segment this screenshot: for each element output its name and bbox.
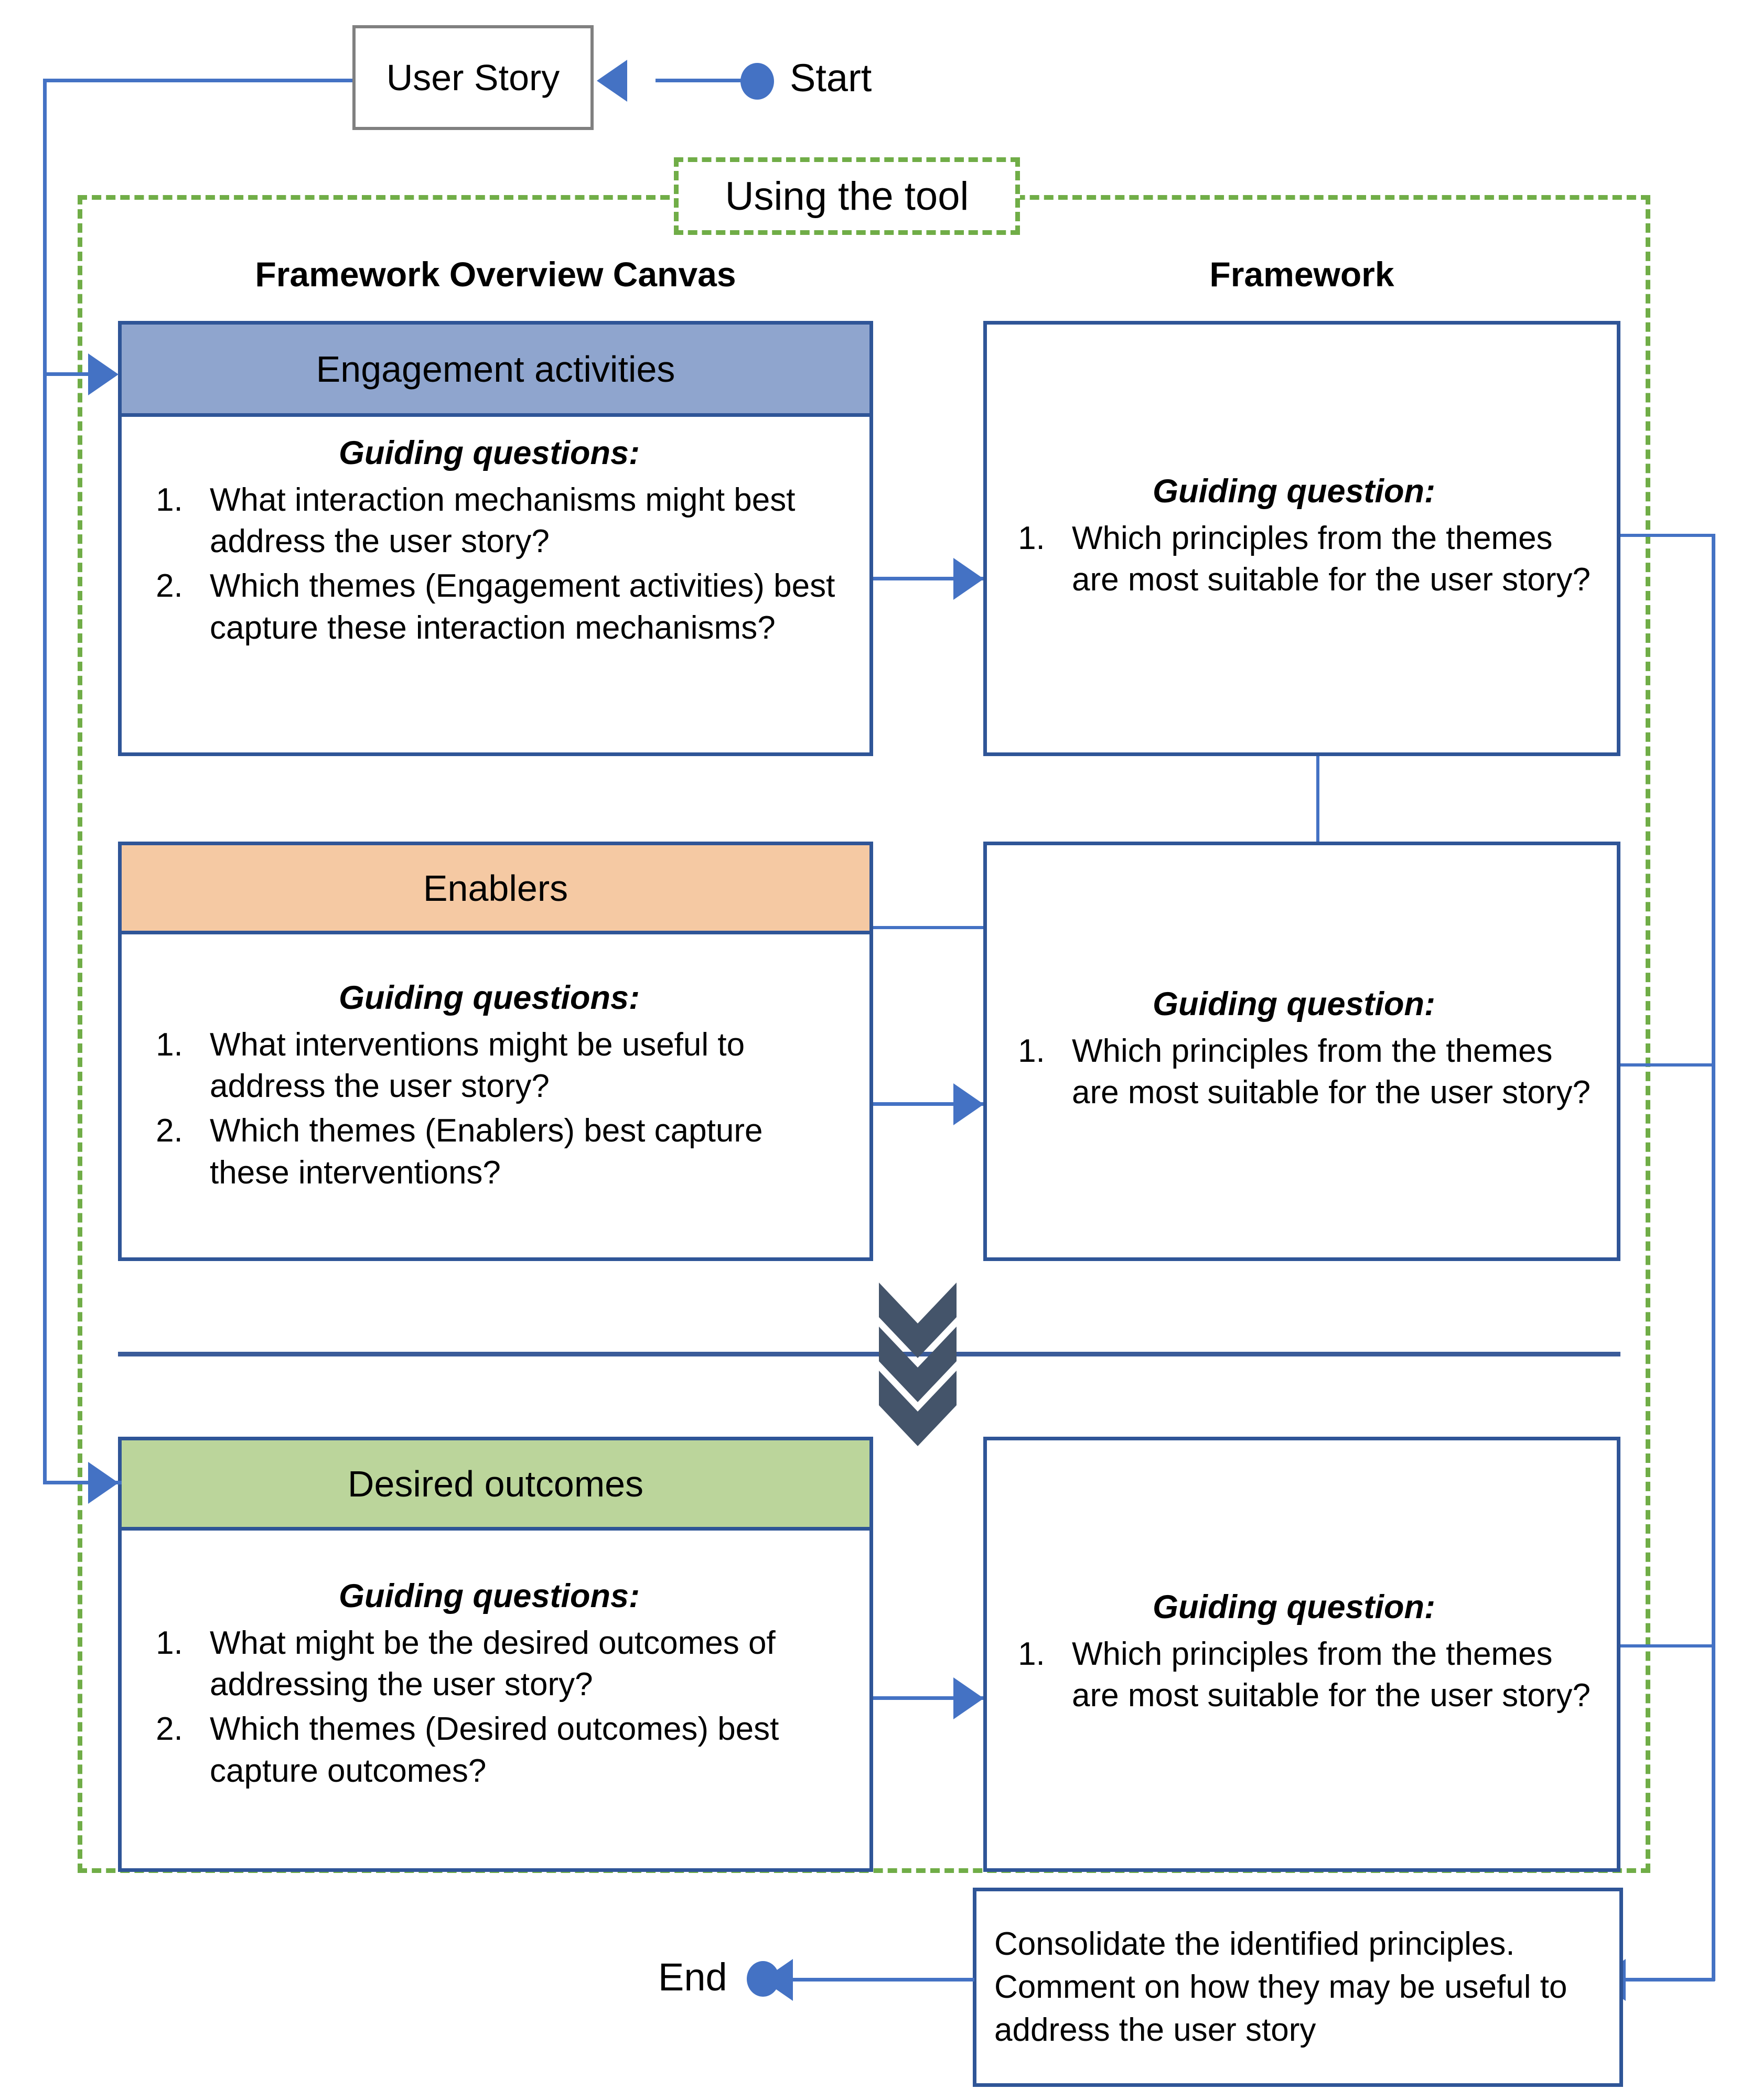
- framework1-to-enablers-line: [496, 926, 1319, 929]
- canvas-card-desired-outcomes-body: Guiding questions: What might be the des…: [122, 1531, 869, 1805]
- end-dot-icon: [747, 1961, 779, 1997]
- start-connector-line: [656, 79, 760, 82]
- framework-guiding-question-item: Which principles from the themes are mos…: [1054, 1633, 1596, 1717]
- guiding-questions-list: What might be the desired outcomes of ad…: [130, 1622, 848, 1792]
- framework-card-1[interactable]: Guiding question: Which principles from …: [983, 321, 1620, 756]
- triple-chevron-down-icon: [879, 1283, 957, 1446]
- framework-guiding-question-item: Which principles from the themes are mos…: [1054, 1030, 1596, 1114]
- guiding-question-item: What interventions might be useful to ad…: [192, 1024, 848, 1107]
- framework2-right-exit-line: [1620, 1063, 1715, 1067]
- canvas-card-enablers-title: Enablers: [122, 845, 869, 934]
- framework-guiding-question-heading: Guiding question:: [1153, 473, 1435, 510]
- canvas-to-framework-arrowhead-1-icon: [953, 558, 984, 600]
- framework-guiding-questions-list: Which principles from the themes are mos…: [992, 518, 1596, 601]
- bus-to-consolidate-line: [1626, 1978, 1715, 1981]
- column-heading-framework: Framework: [1209, 255, 1394, 294]
- using-the-tool-label: Using the tool: [725, 174, 969, 219]
- section-divider-line: [118, 1352, 1620, 1356]
- canvas-to-framework-line-2: [873, 1102, 983, 1106]
- framework-guiding-question-item: Which principles from the themes are mos…: [1054, 518, 1596, 601]
- trunk-to-outcomes-line: [43, 1481, 91, 1484]
- guiding-questions-list: What interventions might be useful to ad…: [130, 1024, 848, 1193]
- using-the-tool-label-box: Using the tool: [674, 157, 1020, 235]
- engagement-arrowhead-icon: [88, 353, 119, 395]
- framework-guiding-question-heading: Guiding question:: [1153, 1589, 1435, 1626]
- canvas-to-framework-arrowhead-3-icon: [953, 1677, 984, 1719]
- guiding-question-item: Which themes (Enablers) best capture the…: [192, 1110, 848, 1193]
- canvas-card-desired-outcomes[interactable]: Desired outcomes Guiding questions: What…: [118, 1437, 873, 1872]
- guiding-question-item: Which themes (Engagement activities) bes…: [192, 565, 848, 649]
- trunk-to-engagement-line: [43, 372, 91, 376]
- guiding-questions-heading: Guiding questions:: [339, 435, 640, 471]
- canvas-card-engagement-activities[interactable]: Engagement activities Guiding questions:…: [118, 321, 873, 756]
- return-to-user-story-line: [43, 79, 358, 82]
- canvas-to-framework-arrowhead-2-icon: [953, 1083, 984, 1125]
- user-story-label: User Story: [386, 57, 560, 98]
- guiding-question-item: Which themes (Desired outcomes) best cap…: [192, 1708, 848, 1792]
- consolidate-text: Consolidate the identified principles. C…: [994, 1926, 1567, 2048]
- consolidate-to-end-line: [793, 1978, 974, 1981]
- framework-card-2[interactable]: Guiding question: Which principles from …: [983, 842, 1620, 1261]
- canvas-card-enablers[interactable]: Enablers Guiding questions: What interve…: [118, 842, 873, 1261]
- user-story-box[interactable]: User Story: [352, 25, 594, 130]
- start-label: Start: [790, 56, 872, 100]
- guiding-questions-list: What interaction mechanisms might best a…: [130, 479, 848, 649]
- framework1-right-exit-line: [1620, 534, 1715, 537]
- framework3-right-exit-line: [1620, 1644, 1715, 1647]
- return-trunk-vertical-line: [43, 79, 47, 1484]
- canvas-card-engagement-activities-body: Guiding questions: What interaction mech…: [122, 417, 869, 662]
- chevron-group: [876, 1279, 960, 1447]
- end-label: End: [658, 1955, 727, 1999]
- canvas-to-framework-line-1: [873, 577, 983, 580]
- outcomes-arrowhead-icon: [88, 1462, 119, 1504]
- start-dot-icon: [740, 63, 774, 100]
- guiding-questions-heading: Guiding questions:: [339, 1578, 640, 1614]
- framework-guiding-questions-list: Which principles from the themes are mos…: [992, 1030, 1596, 1114]
- guiding-question-item: What might be the desired outcomes of ad…: [192, 1622, 848, 1706]
- canvas-to-framework-line-3: [873, 1696, 983, 1700]
- canvas-card-desired-outcomes-title: Desired outcomes: [122, 1440, 869, 1531]
- column-heading-canvas: Framework Overview Canvas: [255, 255, 736, 294]
- framework-guiding-questions-list: Which principles from the themes are mos…: [992, 1633, 1596, 1717]
- framework-card-3[interactable]: Guiding question: Which principles from …: [983, 1437, 1620, 1872]
- framework-guiding-question-heading: Guiding question:: [1153, 986, 1435, 1023]
- framework-outputs-bus-line: [1712, 534, 1715, 1981]
- canvas-card-engagement-activities-title: Engagement activities: [122, 325, 869, 417]
- canvas-card-enablers-body: Guiding questions: What interventions mi…: [122, 934, 869, 1207]
- consolidate-box[interactable]: Consolidate the identified principles. C…: [973, 1888, 1623, 2087]
- start-arrowhead-icon: [597, 60, 627, 102]
- guiding-questions-heading: Guiding questions:: [339, 979, 640, 1016]
- guiding-question-item: What interaction mechanisms might best a…: [192, 479, 848, 563]
